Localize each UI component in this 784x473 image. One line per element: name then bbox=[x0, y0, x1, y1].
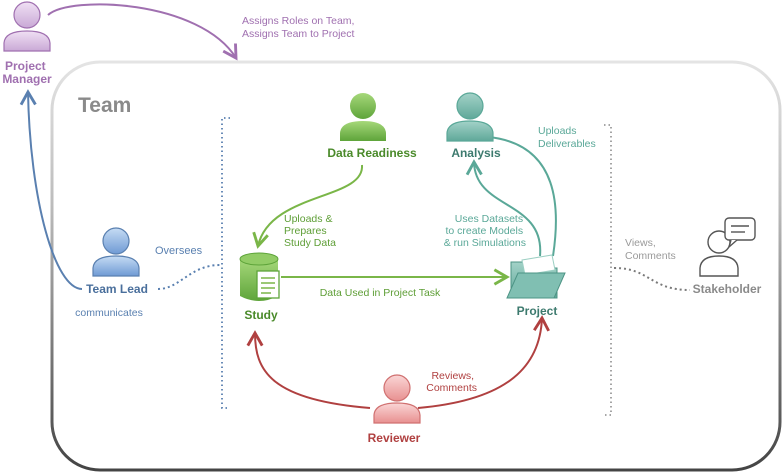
views-annotation: Views, Comments bbox=[625, 237, 676, 262]
team-label: Team bbox=[78, 94, 131, 117]
project-manager-icon bbox=[3, 1, 51, 52]
project-manager-label: Project Manager bbox=[2, 59, 52, 86]
communicates-annotation: communicates bbox=[75, 307, 143, 319]
reviewer-icon bbox=[373, 374, 421, 424]
oversees-annotation: Oversees bbox=[155, 245, 203, 257]
uploads-prepares-annotation: Uploads & Prepares Study Data bbox=[284, 213, 336, 249]
assigns-annotation: Assigns Roles on Team, Assigns Team to P… bbox=[242, 15, 357, 40]
uploads-deliverables-arrow bbox=[488, 136, 557, 257]
study-label: Study bbox=[244, 308, 278, 322]
uploads-deliverables-annotation: Uploads Deliverables bbox=[538, 125, 596, 150]
assigns-arrow bbox=[47, 3, 238, 61]
team-frame bbox=[50, 60, 782, 472]
database-icon bbox=[239, 252, 280, 301]
stakeholder-label: Stakeholder bbox=[693, 282, 762, 296]
reviews-arrow-to-project bbox=[417, 315, 550, 409]
reviews-annotation: Reviews, Comments bbox=[426, 370, 477, 394]
uses-datasets-annotation: Uses Datasets to create Models & run Sim… bbox=[444, 213, 526, 249]
folder-icon bbox=[506, 254, 566, 299]
team-lead-label: Team Lead bbox=[86, 282, 148, 296]
data-readiness-icon bbox=[340, 93, 386, 141]
data-readiness-label: Data Readiness bbox=[327, 146, 417, 160]
uploads-prepares-arrow bbox=[252, 164, 364, 249]
reviews-arrow-to-study bbox=[246, 330, 371, 409]
team-bracket-left bbox=[221, 117, 230, 409]
reviewer-label: Reviewer bbox=[368, 431, 421, 445]
analysis-icon bbox=[446, 92, 494, 142]
uses-datasets-arrow bbox=[465, 159, 542, 257]
analysis-label: Analysis bbox=[451, 146, 501, 160]
communicates-arrow bbox=[19, 89, 83, 290]
project-label: Project bbox=[517, 304, 558, 318]
data-used-annotation: Data Used in Project Task bbox=[320, 287, 441, 299]
team-lead-icon bbox=[92, 227, 140, 277]
chat-bubble-icon bbox=[724, 217, 756, 248]
oversees-connector bbox=[157, 264, 221, 290]
